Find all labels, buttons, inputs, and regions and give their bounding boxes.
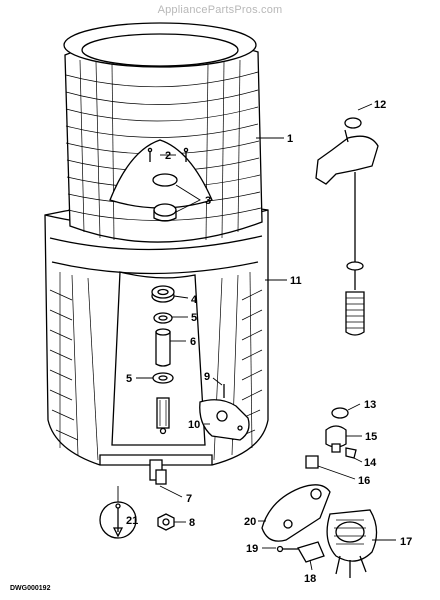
spin-tube[interactable] xyxy=(156,397,170,435)
callout-9: 9 xyxy=(204,371,210,383)
pump-screw[interactable] xyxy=(276,545,299,553)
callout-5-lower: 5 xyxy=(126,373,132,385)
lower-bearing[interactable] xyxy=(152,372,174,384)
callout-10: 10 xyxy=(188,419,200,431)
callout-11: 11 xyxy=(290,275,302,287)
callout-1: 1 xyxy=(287,133,293,145)
pump-mounting-plate[interactable] xyxy=(261,484,331,542)
watermark: AppliancePartsPros.com xyxy=(157,4,283,16)
brake-bracket[interactable] xyxy=(199,384,250,441)
callout-6: 6 xyxy=(190,336,196,348)
callout-2: 2 xyxy=(165,150,171,162)
callout-16: 16 xyxy=(358,475,370,487)
drain-connector[interactable] xyxy=(325,425,347,453)
callout-14: 14 xyxy=(364,457,377,469)
callout-7: 7 xyxy=(186,493,192,505)
level-control[interactable] xyxy=(315,117,379,336)
pump-bracket[interactable] xyxy=(297,541,325,563)
callout-19: 19 xyxy=(246,543,258,555)
callout-20: 20 xyxy=(244,516,256,528)
callout-21: 21 xyxy=(126,515,138,527)
callout-3: 3 xyxy=(205,195,211,207)
callout-17: 17 xyxy=(400,536,412,548)
inner-basket[interactable] xyxy=(63,22,263,243)
bearing-spacer[interactable] xyxy=(155,328,171,367)
upper-bearing[interactable] xyxy=(153,312,173,324)
o-ring[interactable] xyxy=(331,407,349,419)
callout-18: 18 xyxy=(304,573,316,585)
grommet[interactable] xyxy=(305,455,319,469)
callout-13: 13 xyxy=(364,399,376,411)
tub-seal[interactable] xyxy=(151,285,175,303)
drain-pump[interactable] xyxy=(326,509,378,578)
callout-4: 4 xyxy=(191,294,198,306)
callout-5-upper: 5 xyxy=(191,312,197,324)
retaining-clip[interactable] xyxy=(345,447,357,459)
hex-nut[interactable] xyxy=(157,513,175,531)
callout-12: 12 xyxy=(374,99,386,111)
drawing-number: DWG000192 xyxy=(10,585,51,592)
leader-lines xyxy=(117,103,396,571)
screws[interactable] xyxy=(147,147,189,162)
tub-foot[interactable] xyxy=(155,469,167,485)
callout-8: 8 xyxy=(189,517,195,529)
callout-15: 15 xyxy=(365,431,377,443)
